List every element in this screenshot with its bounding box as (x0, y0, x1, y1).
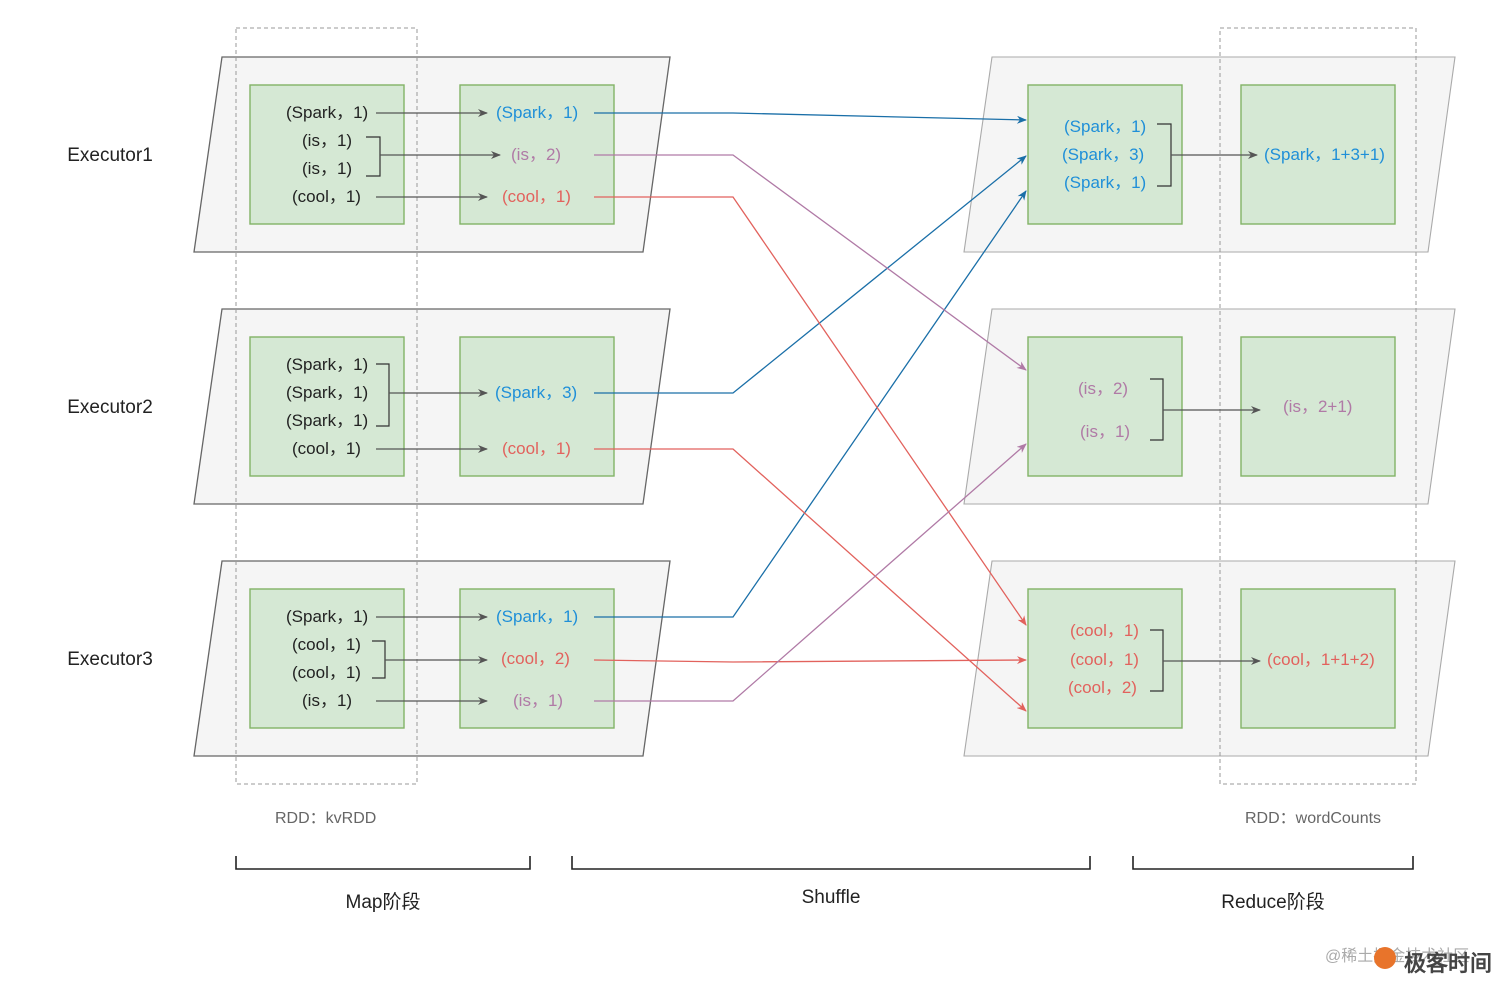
gathered-record-spark: (Spark，1) (1064, 173, 1147, 192)
record: (Spark，1) (286, 411, 369, 430)
map-input-box-2 (249, 336, 405, 477)
phase-label-reduce: Reduce阶段 (1221, 892, 1325, 913)
combined-record-spark: (Spark，1) (496, 103, 579, 122)
rdd-wordcounts-boundary (1219, 27, 1417, 785)
gathered-record-spark: (Spark，3) (1062, 145, 1145, 164)
shuffle-is-e3 (594, 443, 1027, 702)
gathered-record-cool: (cool，1) (1070, 650, 1139, 669)
combined-record-cool: (cool，1) (502, 439, 571, 458)
record: (is，1) (302, 131, 353, 150)
gathered-record-is: (is，2) (1078, 379, 1129, 398)
gathered-record-spark: (Spark，1) (1064, 117, 1147, 136)
shuffle-spark-e2 (594, 155, 1027, 394)
phase-label-shuffle: Shuffle (801, 887, 861, 908)
rdd-label-wordcounts: RDD：wordCounts (1245, 810, 1382, 827)
result-cool: (cool，1+1+2) (1267, 650, 1375, 669)
executor2-label: Executor2 (67, 397, 153, 418)
record: (cool，1) (292, 187, 361, 206)
gathered-record-is: (is，1) (1080, 422, 1131, 441)
shuffle-phase-bracket (571, 856, 1091, 870)
gathered-record-cool: (cool，1) (1070, 621, 1139, 640)
shuffle-cool-e3 (593, 656, 1027, 665)
combined-record-is: (is，1) (513, 691, 564, 710)
record: (is，1) (302, 159, 353, 178)
combined-record-is: (is，2) (511, 145, 562, 164)
result-spark: (Spark，1+3+1) (1264, 145, 1385, 164)
map-phase-bracket (235, 856, 531, 870)
reduce-result-box-3 (1240, 588, 1396, 729)
record: (Spark，1) (286, 383, 369, 402)
reduce-gathered-box-3 (1027, 588, 1183, 729)
map-input-box-1 (249, 84, 405, 225)
record: (Spark，1) (286, 103, 369, 122)
watermark-community: @稀土掘金技术社区 (1325, 948, 1470, 965)
map-input-box-3 (249, 588, 405, 729)
combined-record-spark: (Spark，1) (496, 607, 579, 626)
combined-record-spark: (Spark，3) (495, 383, 578, 402)
record: (Spark，1) (286, 607, 369, 626)
rdd-label-kvrdd: RDD：kvRDD (275, 810, 377, 827)
gathered-record-cool: (cool，2) (1068, 678, 1137, 697)
reduce-gathered-box-2 (1027, 336, 1183, 477)
record: (cool，1) (292, 663, 361, 682)
combined-record-cool: (cool，1) (502, 187, 571, 206)
reduce-result-box-2 (1240, 336, 1396, 477)
watermark-geektime: 极客时间 (1404, 951, 1493, 976)
reduce-phase-bracket (1132, 856, 1414, 870)
reduce-result-box-1 (1240, 84, 1396, 225)
record: (cool，1) (292, 439, 361, 458)
geektime-logo-icon (1374, 947, 1396, 969)
executor1-label: Executor1 (67, 145, 153, 166)
shuffle-is-e1 (594, 154, 1027, 371)
shuffle-cool-e2 (594, 448, 1027, 712)
phase-label-map: Map阶段 (345, 892, 421, 913)
combine-bracket-e2 (376, 363, 390, 427)
combine-bracket-e1 (366, 136, 381, 177)
record: (is，1) (302, 691, 353, 710)
combined-record-cool: (cool，2) (501, 649, 570, 668)
record: (Spark，1) (286, 355, 369, 374)
result-is: (is，2+1) (1283, 397, 1353, 416)
executor3-label: Executor3 (67, 649, 153, 670)
shuffle-spark-e3 (594, 190, 1027, 618)
shuffle-spark-e1 (594, 112, 1027, 124)
record: (cool，1) (292, 635, 361, 654)
shuffle-cool-e1 (594, 196, 1027, 626)
